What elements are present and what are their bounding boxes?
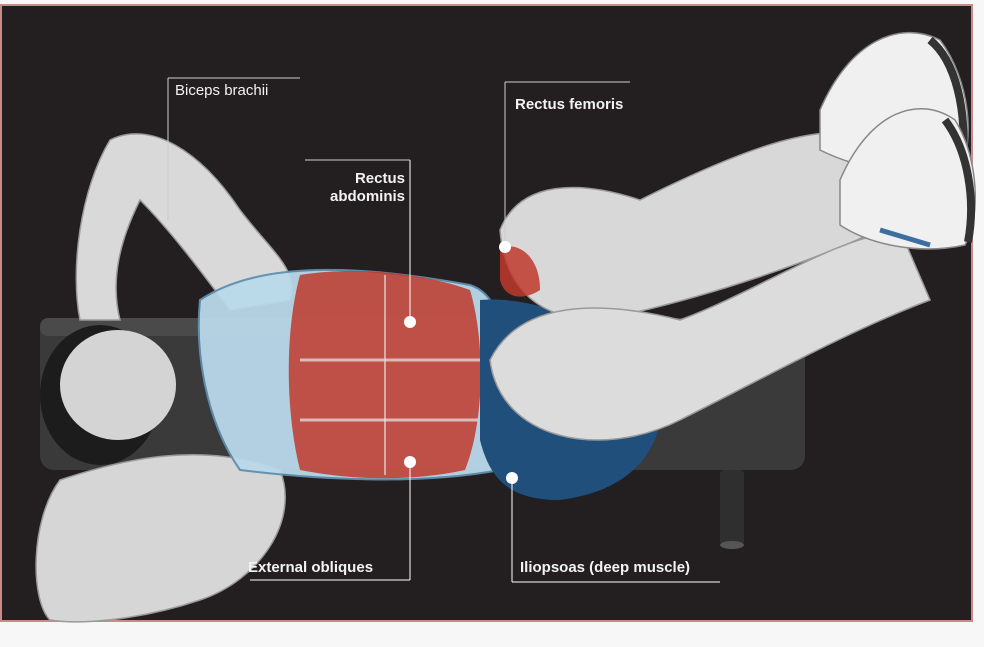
label-iliopsoas: Iliopsoas (deep muscle) <box>520 559 690 577</box>
shoes <box>820 33 975 249</box>
label-biceps-brachii: Biceps brachii <box>175 82 268 100</box>
label-rectus-abdominis: Rectus abdominis <box>320 170 405 206</box>
abdominal-muscles <box>289 271 481 478</box>
label-rectus-femoris: Rectus femoris <box>515 96 623 114</box>
label-external-obliques: External obliques <box>248 559 373 577</box>
lower-arm <box>36 455 285 622</box>
